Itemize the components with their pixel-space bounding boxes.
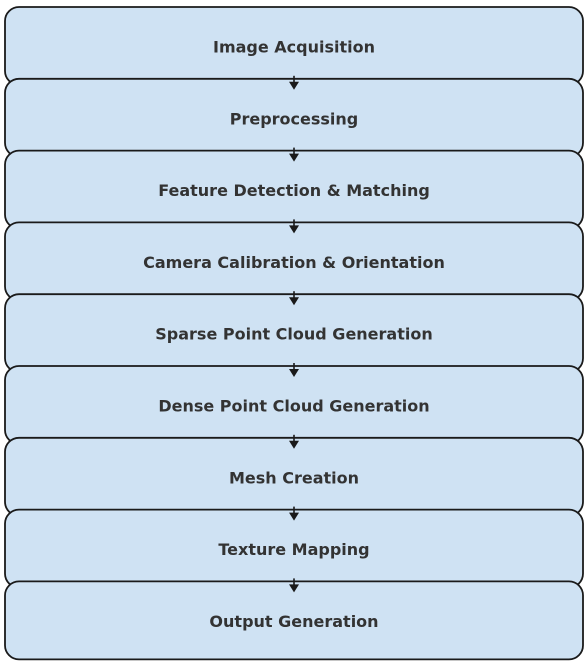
- step-box: Sparse Point Cloud Generation: [4, 293, 584, 374]
- flow-arrow-head: [289, 153, 299, 162]
- step-box: Camera Calibration & Orientation: [4, 221, 584, 302]
- step-label: Feature Detection & Matching: [158, 181, 430, 200]
- step-box: Image Acquisition: [4, 6, 584, 86]
- step-label: Texture Mapping: [218, 540, 369, 559]
- flow-arrow-head: [289, 225, 299, 234]
- flow-arrow-head: [289, 369, 299, 377]
- step-label: Dense Point Cloud Generation: [158, 397, 429, 416]
- step-label: Camera Calibration & Orientation: [143, 253, 445, 272]
- step-box: Texture Mapping: [4, 508, 584, 589]
- flow-arrow-head: [289, 512, 299, 521]
- step-label: Mesh Creation: [229, 468, 359, 487]
- step-box: Dense Point Cloud Generation: [4, 365, 584, 445]
- step-box: Output Generation: [4, 580, 584, 661]
- step-label: Preprocessing: [230, 109, 359, 128]
- step-box: Feature Detection & Matching: [4, 149, 584, 230]
- step-label: Image Acquisition: [213, 38, 375, 57]
- flow-arrow-head: [289, 584, 299, 593]
- step-box: Preprocessing: [4, 77, 584, 158]
- step-box: Mesh Creation: [4, 436, 584, 517]
- flow-arrow-head: [289, 81, 299, 90]
- step-label: Sparse Point Cloud Generation: [155, 325, 432, 344]
- flow-arrow-head: [289, 297, 299, 306]
- step-label: Output Generation: [209, 612, 378, 631]
- flow-arrow-head: [289, 440, 299, 449]
